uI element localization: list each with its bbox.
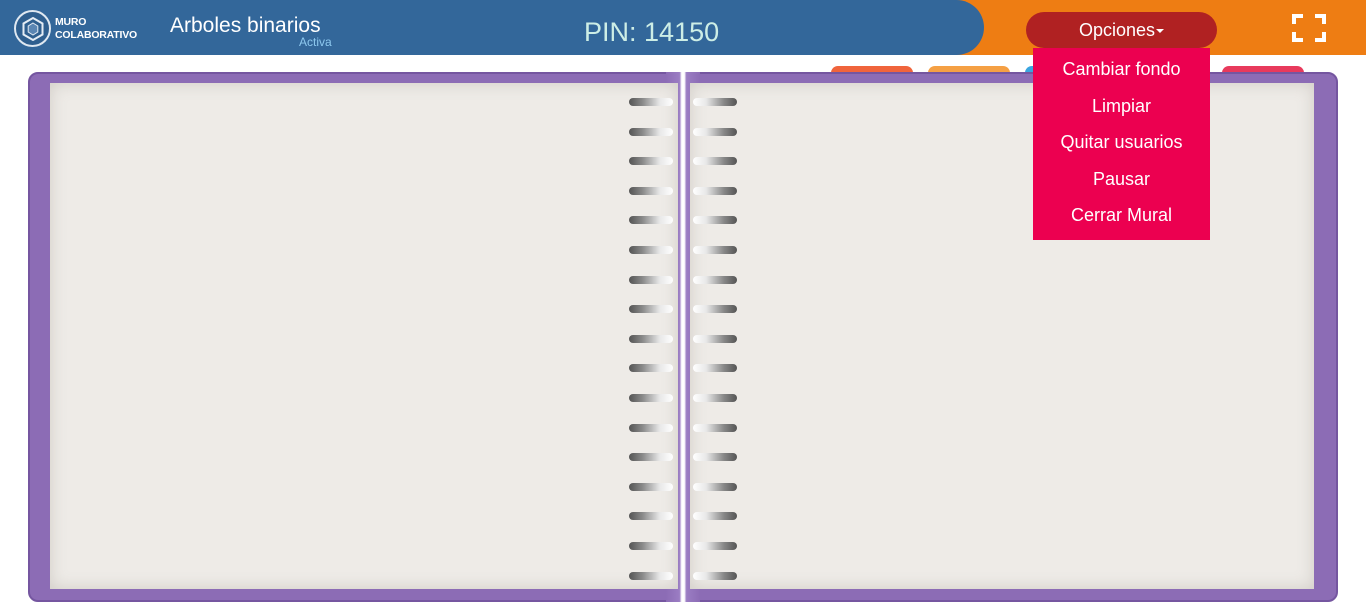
spiral-ring <box>629 246 673 254</box>
spiral-ring <box>693 394 737 402</box>
wall-status: Activa <box>299 35 332 49</box>
spiral-ring <box>629 275 673 284</box>
menu-item-limpiar[interactable]: Limpiar <box>1091 95 1152 116</box>
spiral-ring <box>693 275 737 284</box>
spiral-ring <box>629 98 673 106</box>
logo-line2: COLABORATIVO <box>55 29 137 41</box>
logo-line1: MURO <box>55 16 87 28</box>
notebook-left-page <box>50 83 678 589</box>
menu-item-pausar[interactable]: Pausar <box>1092 168 1151 189</box>
spiral-ring <box>629 186 673 195</box>
spiral-ring <box>629 334 673 343</box>
spiral-ring <box>629 364 673 373</box>
spiral-ring <box>693 334 737 343</box>
spiral-ring <box>693 453 737 462</box>
caret-down-icon <box>1156 29 1165 34</box>
spiral-ring <box>693 482 737 491</box>
spiral-ring <box>629 216 673 225</box>
options-button[interactable]: Opciones <box>1026 12 1217 48</box>
menu-item-cambiar-fondo[interactable]: Cambiar fondo <box>1062 59 1181 79</box>
notebook-background <box>28 66 1338 602</box>
spiral-ring <box>693 216 737 225</box>
spiral-ring <box>629 453 673 462</box>
spiral-ring <box>629 512 673 521</box>
spiral-ring <box>629 305 673 314</box>
wall-title: Arboles binarios <box>170 14 321 37</box>
pin-label: PIN: <box>584 17 637 47</box>
spiral-ring <box>693 571 737 580</box>
logo-text: MURO COLABORATIVO <box>55 16 137 42</box>
notebook-right-page <box>690 83 1314 589</box>
spiral-ring <box>629 157 673 166</box>
spiral-ring <box>629 571 673 580</box>
pin-value: 14150 <box>644 17 720 47</box>
spiral-ring <box>693 157 737 166</box>
spiral-ring <box>693 305 737 314</box>
options-label: Opciones <box>1078 20 1156 40</box>
spiral-ring <box>629 542 673 550</box>
spiral-ring <box>629 127 673 136</box>
spiral-ring <box>693 127 737 136</box>
fullscreen-button[interactable] <box>1292 13 1326 43</box>
spiral-ring <box>693 364 737 373</box>
spiral-ring <box>693 246 737 254</box>
pin-display: PIN: 14150 <box>584 16 719 48</box>
spiral-ring <box>693 423 737 432</box>
fullscreen-icon <box>1292 14 1326 42</box>
spiral-ring <box>629 394 673 402</box>
menu-item-cerrar-mural[interactable]: Cerrar Mural <box>1070 205 1172 226</box>
spiral-ring <box>629 482 673 491</box>
spiral-ring <box>693 186 737 195</box>
menu-item-quitar-usuarios[interactable]: Quitar usuarios <box>1060 132 1183 153</box>
header-title-area <box>0 0 984 55</box>
logo-icon <box>14 10 51 47</box>
spiral-ring <box>629 423 673 432</box>
options-dropdown-menu: Cambiar fondo Limpiar Quitar usuarios Pa… <box>1033 48 1210 240</box>
spiral-ring <box>693 542 737 550</box>
spiral-ring <box>693 512 737 521</box>
spiral-ring <box>693 98 737 106</box>
